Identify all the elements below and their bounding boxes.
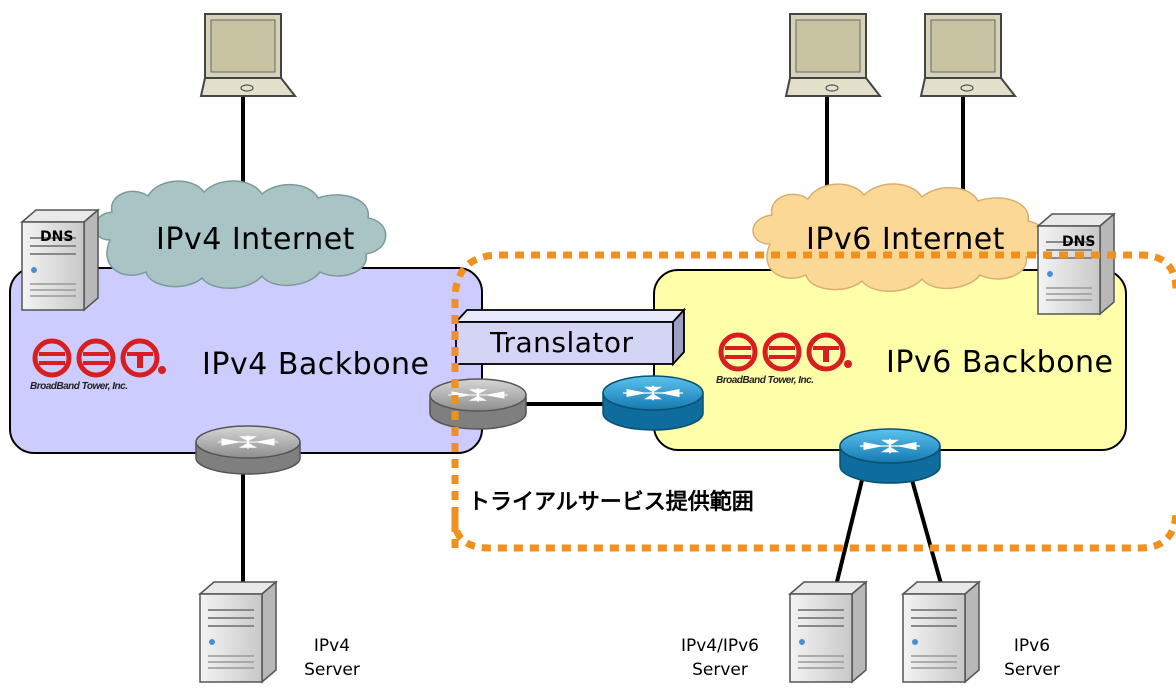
ipv6-backbone-label: IPv6 Backbone [886, 345, 1114, 380]
dns-left-label: DNS [40, 229, 74, 245]
ipv4-cloud [93, 180, 387, 289]
dns-right-label: DNS [1062, 234, 1096, 250]
brand-right-label: BroadBand Tower, Inc. [716, 375, 814, 386]
ipv6-internet-label: IPv6 Internet [806, 222, 1005, 257]
translator-box [453, 307, 687, 367]
translator-label: Translator [490, 326, 634, 359]
server-icon [902, 581, 980, 683]
laptop-icon [920, 13, 1016, 97]
ipv6-server-label-line1: IPv6 [1013, 636, 1051, 656]
ipv6-cloud [752, 183, 1047, 292]
laptop-icon [785, 13, 881, 97]
link-router-ipv6-server [910, 479, 947, 599]
ipv4-server-label-line1: IPv4 [313, 636, 351, 656]
trial-service-border-bottom [451, 509, 1176, 552]
server-icon [1037, 213, 1115, 315]
ipv6-server-label: IPv6 Server [990, 634, 1074, 682]
router-icon [429, 378, 527, 430]
server-icon [199, 581, 277, 683]
ipv4-backbone-label: IPv4 Backbone [202, 347, 430, 382]
ipv6-server-label-line2: Server [1004, 660, 1060, 680]
dual-server-label: IPv4/IPv6 Server [660, 634, 780, 682]
dual-server-label-line2: Server [692, 660, 748, 680]
router-icon [839, 428, 941, 484]
trial-scope-label: トライアルサービス提供範囲 [468, 490, 754, 515]
dual-server-label-line1: IPv4/IPv6 [680, 636, 759, 656]
router-icon [195, 425, 301, 475]
ipv4-internet-label: IPv4 Internet [156, 222, 355, 257]
server-icon [789, 581, 867, 683]
ipv4-server-label: IPv4 Server [290, 634, 374, 682]
server-icon [21, 209, 99, 311]
laptop-icon [200, 13, 296, 97]
router-icon [602, 375, 704, 431]
ipv4-server-label-line2: Server [304, 660, 360, 680]
link-router-dual-server [831, 479, 864, 599]
trial-service-border [451, 251, 1176, 548]
brand-left-label: BroadBand Tower, Inc. [30, 381, 128, 392]
